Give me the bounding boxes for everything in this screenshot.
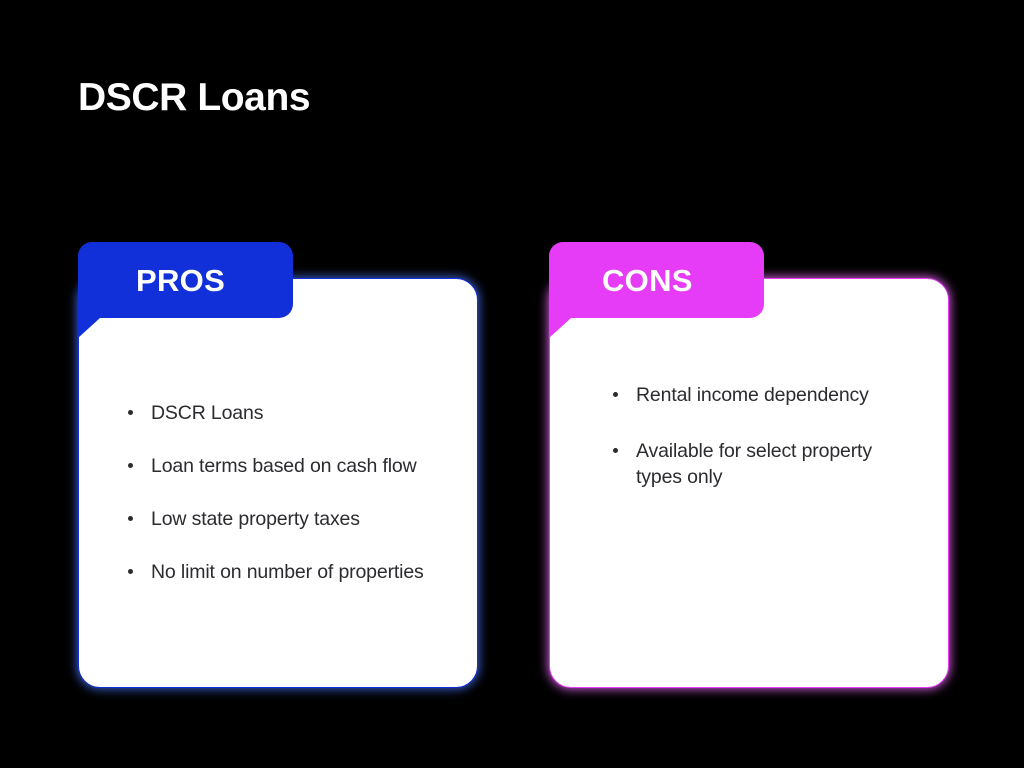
pros-card-panel: DSCR Loans Loan terms based on cash flow… [78, 278, 478, 688]
pros-card: DSCR Loans Loan terms based on cash flow… [78, 242, 478, 688]
bullet-icon [613, 392, 618, 397]
cons-card: Rental income dependency Available for s… [549, 242, 949, 688]
page-title: DSCR Loans [78, 76, 311, 119]
bullet-icon [613, 447, 618, 453]
pros-tab: PROS [78, 242, 293, 318]
pros-list: DSCR Loans Loan terms based on cash flow… [128, 401, 448, 586]
list-item: No limit on number of properties [128, 560, 448, 586]
list-item: DSCR Loans [128, 401, 448, 427]
list-item-label: Low state property taxes [151, 507, 360, 530]
bullet-icon [128, 410, 133, 415]
list-item: Available for select property types only [613, 439, 873, 491]
bullet-icon [128, 462, 133, 468]
list-item-label: Rental income dependency [636, 384, 869, 406]
list-item-label: No limit on number of properties [151, 560, 424, 583]
list-item-label: Available for select property types only [636, 439, 872, 488]
list-item: Low state property taxes [128, 507, 448, 533]
list-item-label: DSCR Loans [151, 402, 264, 424]
cons-tab-label: CONS [602, 262, 693, 298]
pros-tab-label: PROS [136, 262, 226, 298]
cons-card-panel: Rental income dependency Available for s… [549, 278, 949, 688]
cons-tab: CONS [549, 242, 764, 318]
list-item-label: Loan terms based on cash flow [151, 454, 417, 477]
list-item: Loan terms based on cash flow [128, 454, 448, 480]
list-item: Rental income dependency [613, 383, 873, 409]
cons-list: Rental income dependency Available for s… [613, 383, 873, 521]
bullet-icon [128, 568, 133, 574]
bullet-icon [128, 515, 133, 521]
